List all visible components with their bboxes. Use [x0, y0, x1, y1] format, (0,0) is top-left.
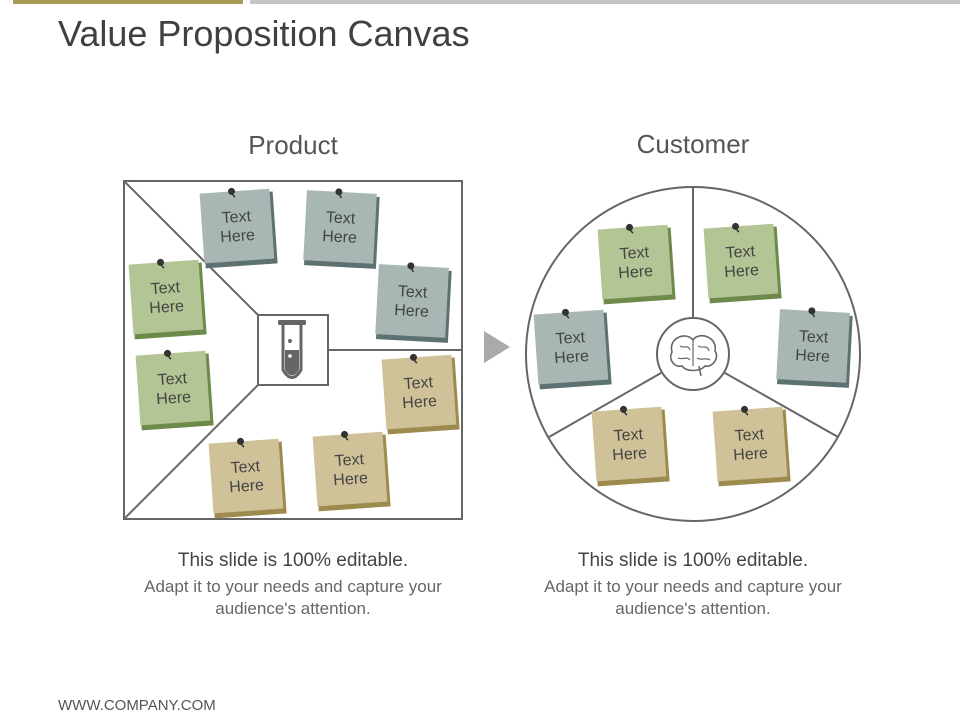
product-notes: TextHereTextHereTextHereTextHereTextHere…: [128, 187, 460, 519]
note-text-line1: Text: [613, 426, 644, 445]
pushpin-icon: [156, 258, 165, 269]
test-tube-icon: [257, 314, 329, 386]
pushpin-icon: [808, 307, 816, 318]
note-text-line2: Here: [322, 228, 358, 247]
note-text-line1: Text: [798, 328, 829, 347]
divider-bar: [250, 0, 960, 4]
product-heading: Product: [248, 130, 338, 160]
customer-notes: TextHereTextHereTextHereTextHereTextHere…: [533, 222, 853, 487]
pushpin-icon: [409, 353, 418, 364]
pushpin-icon: [625, 223, 634, 234]
pushpin-icon: [740, 405, 749, 416]
note-text-line2: Here: [618, 263, 654, 282]
product-caption: This slide is 100% editable. Adapt it to…: [133, 550, 453, 620]
customer-heading: Customer: [636, 129, 750, 159]
note-text-line2: Here: [333, 470, 369, 489]
note-text-line1: Text: [157, 370, 188, 389]
note-text-line1: Text: [221, 208, 252, 227]
note-text-line1: Text: [619, 244, 650, 263]
caption-body: Adapt it to your needs and capture your …: [144, 577, 442, 618]
note-text-line1: Text: [325, 209, 356, 228]
note-text-line2: Here: [156, 389, 192, 408]
caption-heading: This slide is 100% editable.: [577, 550, 809, 571]
note-text-line2: Here: [612, 445, 648, 464]
note-text-line1: Text: [334, 451, 365, 470]
note-text-line1: Text: [397, 283, 428, 302]
note-text-line2: Here: [229, 477, 265, 496]
pushpin-icon: [619, 405, 628, 416]
arrow-right-icon: [484, 331, 510, 363]
pushpin-icon: [163, 349, 172, 360]
note-text-line1: Text: [734, 426, 765, 445]
pushpin-icon: [731, 222, 740, 233]
note-text-line2: Here: [394, 302, 430, 321]
note-text-line1: Text: [403, 374, 434, 393]
pushpin-icon: [236, 437, 245, 448]
caption-body: Adapt it to your needs and capture your …: [544, 577, 842, 618]
note-text-line2: Here: [220, 227, 256, 246]
pushpin-icon: [340, 430, 349, 441]
pushpin-icon: [561, 308, 570, 319]
accent-bar: [13, 0, 243, 4]
caption-heading: This slide is 100% editable.: [177, 550, 409, 571]
customer-caption: This slide is 100% editable. Adapt it to…: [533, 550, 853, 620]
note-text-line2: Here: [724, 262, 760, 281]
note-text-line2: Here: [554, 348, 590, 367]
note-text-line1: Text: [555, 329, 586, 348]
note-text-line2: Here: [733, 445, 769, 464]
note-text-line2: Here: [402, 393, 438, 412]
footer-url: WWW.COMPANY.COM: [58, 697, 216, 714]
pushpin-icon: [407, 262, 415, 273]
slide-title: Value Proposition Canvas: [58, 13, 470, 54]
pushpin-icon: [227, 187, 236, 198]
brain-icon: [656, 317, 730, 391]
note-text-line1: Text: [725, 243, 756, 262]
pushpin-icon: [335, 188, 343, 199]
note-text-line1: Text: [230, 458, 261, 477]
note-text-line2: Here: [149, 298, 185, 317]
note-text-line1: Text: [150, 279, 181, 298]
note-text-line2: Here: [795, 347, 831, 366]
